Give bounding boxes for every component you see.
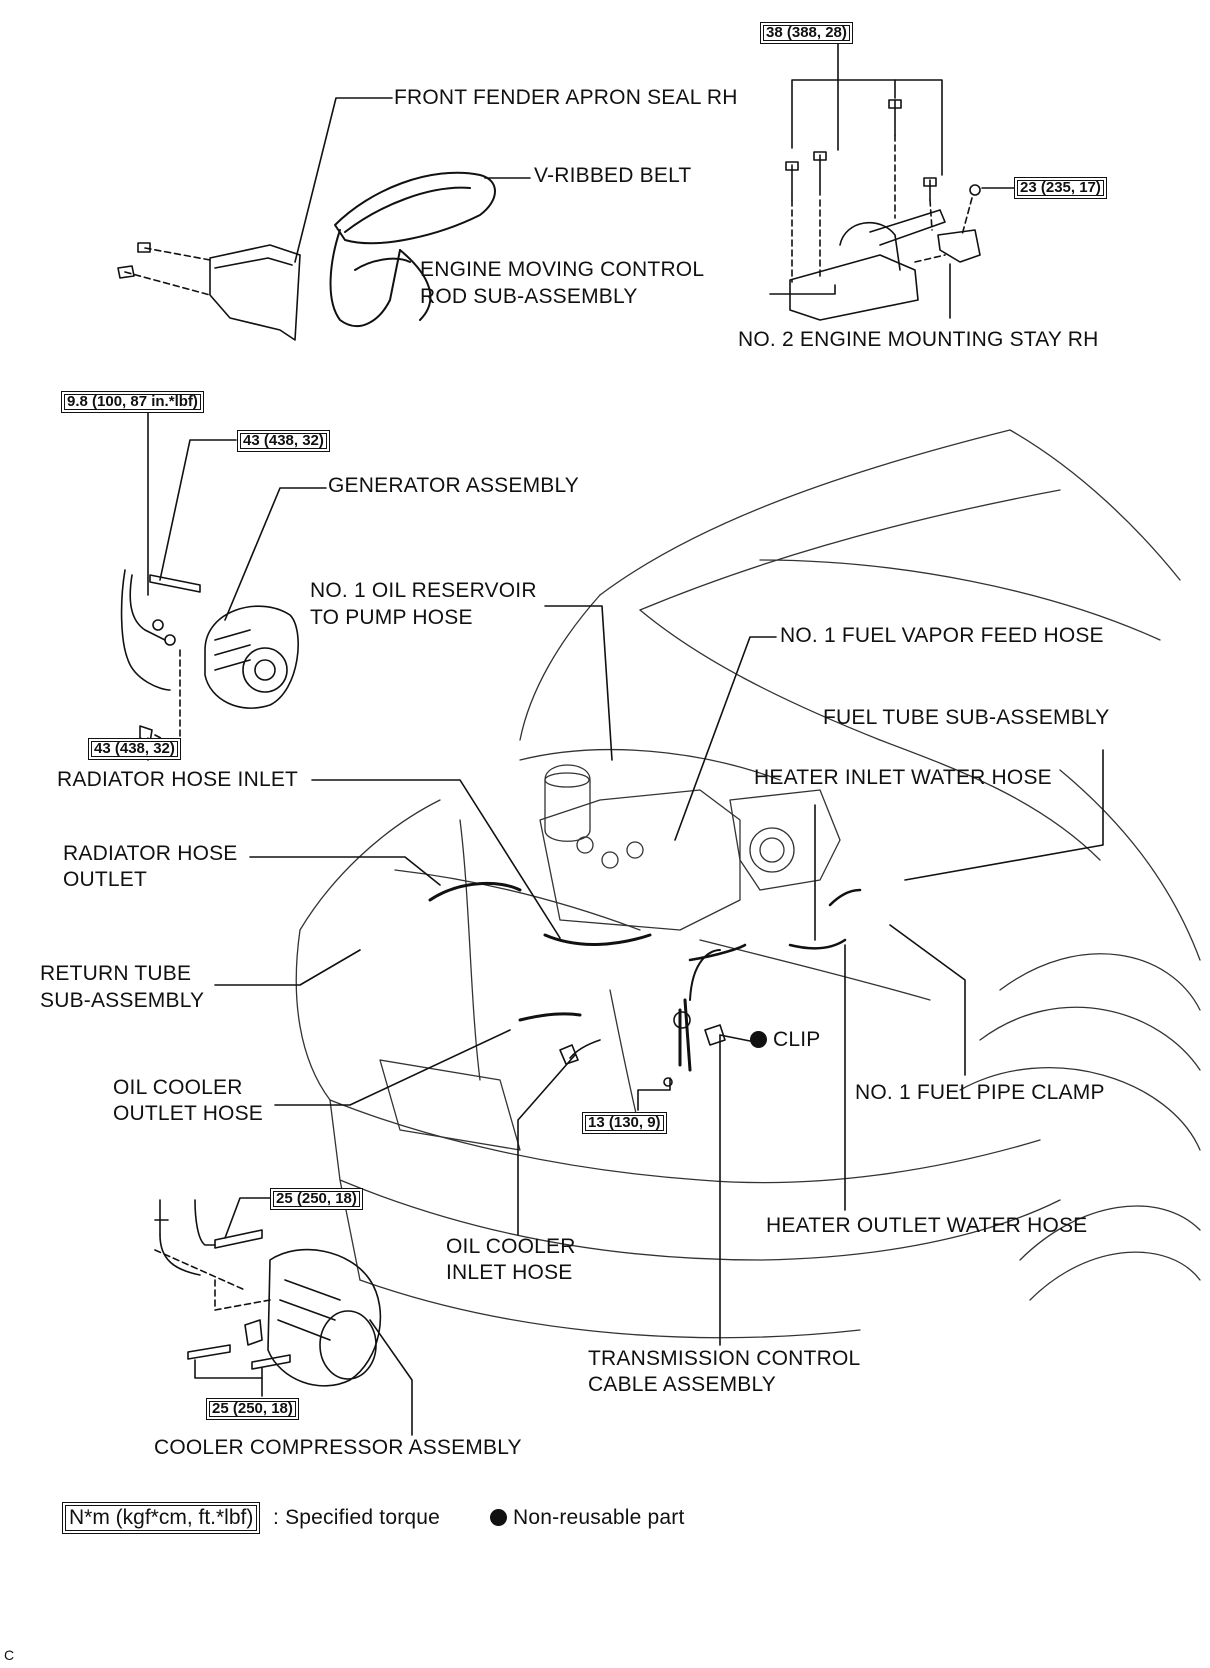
label-transmission-cable-2: CABLE ASSEMBLY bbox=[588, 1373, 776, 1396]
torque-box-generator-bolt-lower: 43 (438, 32) bbox=[88, 738, 181, 760]
legend-non-reusable: Non-reusable part bbox=[490, 1504, 685, 1532]
label-heater-inlet-water-hose: HEATER INLET WATER HOSE bbox=[754, 766, 1052, 789]
leader-apron-seal bbox=[294, 97, 393, 263]
generator-drawing bbox=[120, 569, 299, 749]
label-return-tube-1: RETURN TUBE bbox=[40, 962, 192, 985]
vehicle-body-outline bbox=[295, 429, 1201, 1339]
torque-box-generator-bolt-upper: 43 (438, 32) bbox=[237, 430, 330, 452]
label-oil-cooler-inlet-1: OIL COOLER bbox=[446, 1235, 576, 1258]
leader-torque-13 bbox=[637, 1077, 671, 1111]
leader-torque-25-upper bbox=[224, 1197, 271, 1239]
label-transmission-cable-1: TRANSMISSION CONTROL bbox=[588, 1347, 861, 1370]
label-no1-fuel-vapor-feed-hose: NO. 1 FUEL VAPOR FEED HOSE bbox=[780, 624, 1104, 647]
v-ribbed-belt-drawing bbox=[329, 171, 496, 327]
leader-return-tube bbox=[214, 949, 361, 986]
engine-mount-drawing bbox=[785, 99, 981, 321]
leader-compressor bbox=[369, 1319, 413, 1436]
leader-oil-cooler-inlet bbox=[517, 1054, 576, 1236]
label-return-tube-2: SUB-ASSEMBLY bbox=[40, 989, 205, 1012]
torque-box-compressor-bolts-lower: 25 (250, 18) bbox=[206, 1398, 299, 1420]
label-no1-oil-reservoir-1: NO. 1 OIL RESERVOIR bbox=[310, 579, 537, 602]
compressor-drawing bbox=[154, 1199, 382, 1387]
leader-fuel-pipe-clamp bbox=[889, 924, 966, 1076]
torque-box-generator-terminal: 9.8 (100, 87 in.*lbf) bbox=[61, 391, 204, 413]
leader-oil-cooler-outlet bbox=[274, 1029, 511, 1106]
leader-control-rod bbox=[769, 284, 836, 295]
leader-clip bbox=[719, 1034, 751, 1042]
label-fuel-tube-sub-assembly: FUEL TUBE SUB-ASSEMBLY bbox=[823, 706, 1110, 729]
label-radiator-hose-outlet-1: RADIATOR HOSE bbox=[63, 842, 238, 865]
label-front-fender-apron-seal: FRONT FENDER APRON SEAL RH bbox=[394, 86, 738, 109]
label-no1-oil-reservoir-2: TO PUMP HOSE bbox=[310, 606, 473, 629]
torque-box-control-rod-bolts: 38 (388, 28) bbox=[760, 22, 853, 44]
label-no1-fuel-pipe-clamp: NO. 1 FUEL PIPE CLAMP bbox=[855, 1081, 1105, 1104]
leader-torque-43-upper bbox=[159, 439, 237, 581]
label-oil-cooler-inlet-2: INLET HOSE bbox=[446, 1261, 573, 1284]
non-reusable-dot-icon bbox=[750, 1031, 767, 1048]
label-v-ribbed-belt: V-RIBBED BELT bbox=[534, 164, 692, 187]
torque-box-mounting-stay-nut: 23 (235, 17) bbox=[1014, 177, 1107, 199]
legend-torque-unit-box: N*m (kgf*cm, ft.*lbf) bbox=[62, 1502, 261, 1534]
clip-and-stud-drawing bbox=[559, 1008, 726, 1087]
label-clip-text: CLIP bbox=[773, 1028, 821, 1051]
legend-dot-icon bbox=[490, 1509, 507, 1526]
label-oil-cooler-outlet-2: OUTLET HOSE bbox=[113, 1102, 264, 1125]
legend-torque-unit-text: : Specified torque bbox=[273, 1506, 441, 1529]
label-no2-engine-mounting-stay: NO. 2 ENGINE MOUNTING STAY RH bbox=[738, 328, 1099, 351]
label-cooler-compressor: COOLER COMPRESSOR ASSEMBLY bbox=[154, 1436, 522, 1459]
leader-fuel-tube bbox=[904, 749, 1104, 881]
torque-box-compressor-bolt-upper: 25 (250, 18) bbox=[270, 1188, 363, 1210]
leader-fuel-vapor-hose bbox=[674, 636, 777, 841]
legend-non-reusable-text: Non-reusable part bbox=[513, 1506, 685, 1529]
leader-torque-38-bracket bbox=[791, 79, 943, 176]
leader-radiator-outlet bbox=[249, 856, 441, 886]
leader-generator bbox=[224, 487, 327, 621]
torque-box-transmission-cable-nut: 13 (130, 9) bbox=[582, 1112, 667, 1134]
leader-oil-reservoir-hose bbox=[544, 605, 613, 761]
label-radiator-hose-outlet-2: OUTLET bbox=[63, 868, 148, 891]
leader-torque-25-lower bbox=[194, 1359, 263, 1379]
label-engine-moving-control-rod-2: ROD SUB-ASSEMBLY bbox=[420, 285, 638, 308]
label-generator-assembly: GENERATOR ASSEMBLY bbox=[328, 474, 580, 497]
label-heater-outlet-water-hose: HEATER OUTLET WATER HOSE bbox=[766, 1214, 1088, 1237]
label-oil-cooler-outlet-1: OIL COOLER bbox=[113, 1076, 243, 1099]
label-clip: CLIP bbox=[750, 1026, 821, 1054]
label-engine-moving-control-rod-1: ENGINE MOVING CONTROL bbox=[420, 258, 705, 281]
leader-radiator-inlet bbox=[311, 779, 561, 939]
apron-seal-drawing bbox=[117, 242, 301, 341]
label-radiator-hose-inlet: RADIATOR HOSE INLET bbox=[57, 768, 299, 791]
engine-bay-hoses bbox=[428, 881, 862, 1072]
footer-code: C bbox=[4, 1647, 15, 1663]
